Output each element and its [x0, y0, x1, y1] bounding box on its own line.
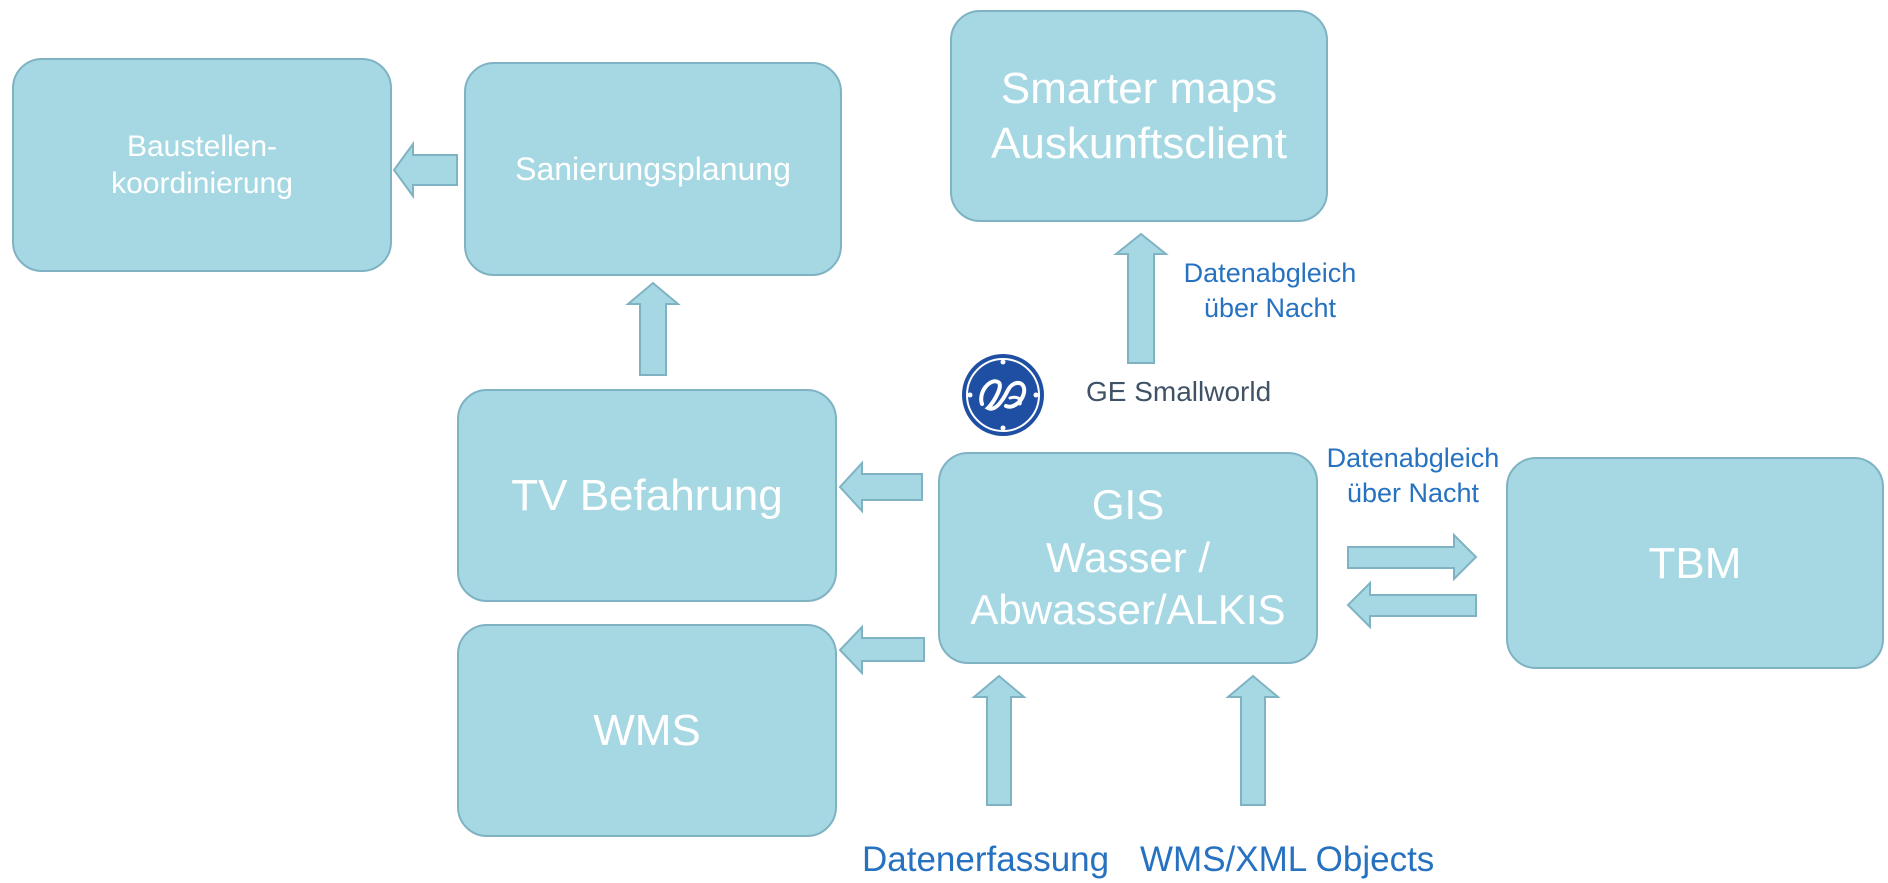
box-sanierungsplanung: Sanierungsplanung	[464, 62, 842, 276]
arrow-gis-to-tbm	[1347, 532, 1478, 582]
baustellen-line1: Baustellen-	[126, 129, 278, 163]
ge-logo-icon	[962, 354, 1044, 436]
box-smarter-maps: Smarter maps Auskunftsclient	[950, 10, 1328, 222]
arrow-gis-to-tv	[838, 460, 923, 514]
tv-label: TV Befahrung	[511, 471, 783, 520]
smarter-line1: Smarter maps	[1000, 64, 1278, 113]
wms-xml-label: WMS/XML Objects	[1140, 840, 1435, 879]
gis-line3: Abwasser/ALKIS	[970, 586, 1286, 634]
arrow-wmsxml-to-gis	[1225, 674, 1281, 806]
wms-label: WMS	[593, 706, 701, 755]
gis-line1: GIS	[1091, 481, 1165, 529]
arrow-sanierung-to-baustellen	[392, 140, 458, 200]
note-sync-tbm: Datenabgleich über Nacht	[1303, 441, 1523, 511]
datenerfassung-label: Datenerfassung	[862, 840, 1110, 879]
arrow-tv-to-sanierung	[625, 281, 681, 376]
sync-right-line1: Datenabgleich	[1326, 443, 1500, 473]
sync-right-line2: über Nacht	[1346, 478, 1480, 509]
box-wms: WMS	[457, 624, 837, 837]
box-tv-befahrung: TV Befahrung	[457, 389, 837, 602]
arrow-gis-to-smarter	[1113, 232, 1169, 364]
ge-smallworld-brand: GE Smallworld	[1086, 376, 1272, 407]
arrow-tbm-to-gis	[1346, 580, 1477, 630]
sync-top-line1: Datenabgleich	[1183, 258, 1357, 288]
note-wms-xml: WMS/XML Objects	[1140, 837, 1460, 883]
smarter-line2: Auskunftsclient	[991, 119, 1287, 168]
box-tbm: TBM	[1506, 457, 1884, 669]
note-sync-smarter: Datenabgleich über Nacht	[1160, 256, 1380, 326]
note-datenerfassung: Datenerfassung	[862, 837, 1132, 883]
sync-top-line2: über Nacht	[1203, 293, 1337, 324]
tbm-label: TBM	[1648, 538, 1742, 588]
arrow-datenerfassung-to-gis	[971, 674, 1027, 806]
gis-line2: Wasser /	[1045, 533, 1211, 581]
box-gis: GIS Wasser / Abwasser/ALKIS	[938, 452, 1318, 664]
box-baustellenkoordinierung: Baustellen- koordinierung	[12, 58, 392, 272]
sanierung-label: Sanierungsplanung	[515, 151, 791, 187]
arrow-gis-to-wms	[838, 624, 925, 676]
baustellen-line2: koordinierung	[111, 167, 293, 200]
